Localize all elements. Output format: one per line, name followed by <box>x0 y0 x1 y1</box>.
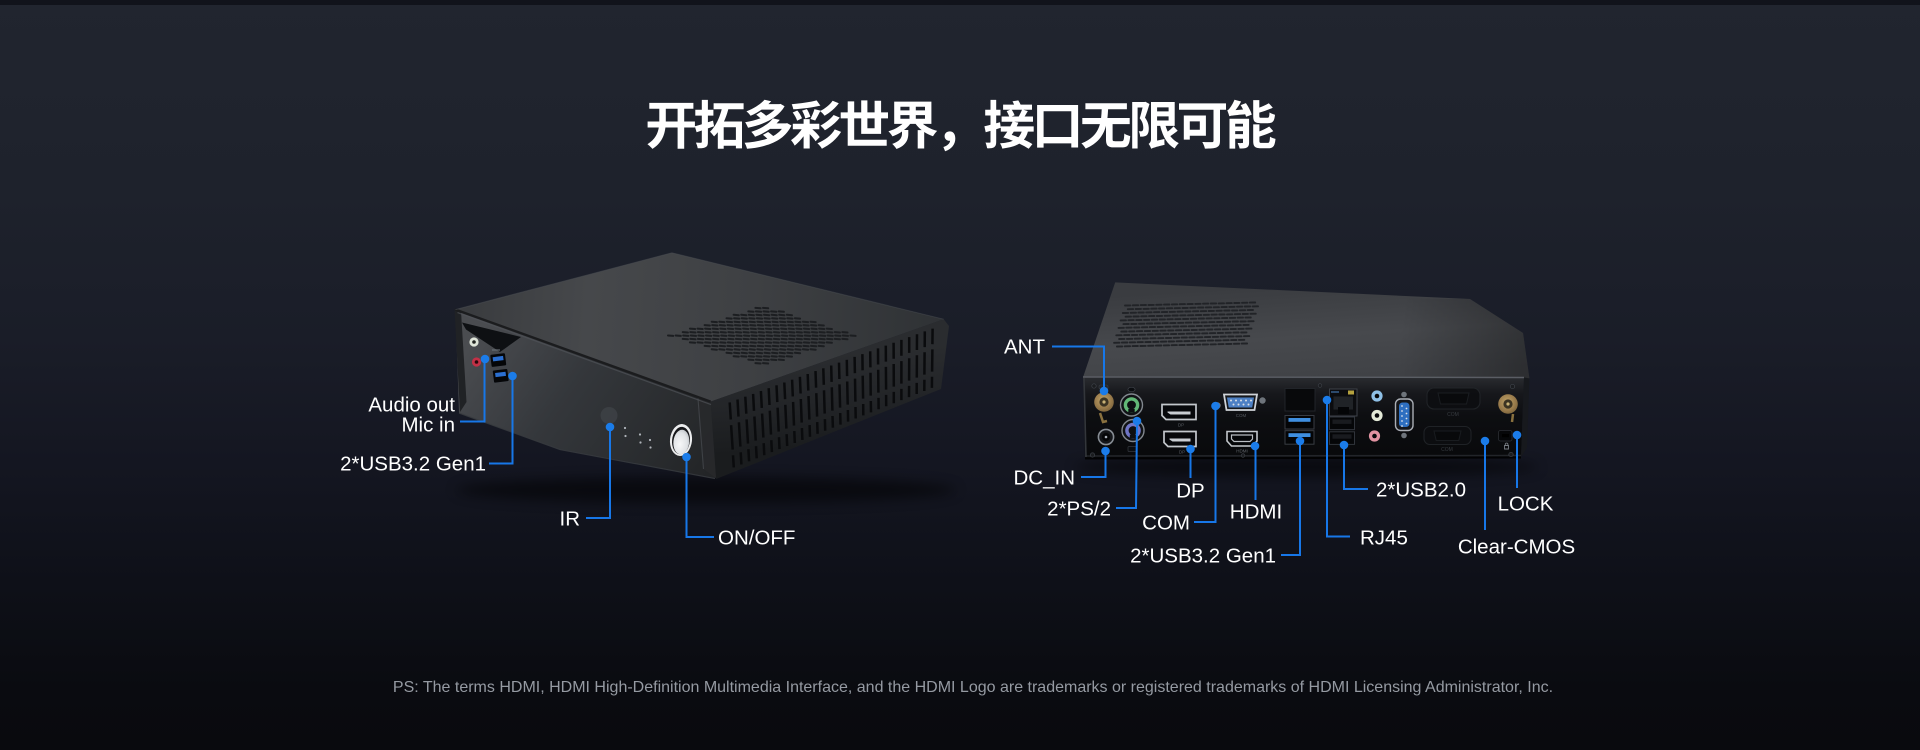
svg-text:ANT: ANT <box>1004 336 1045 359</box>
svg-text:COM: COM <box>1447 412 1459 418</box>
svg-text:Clear-CMOS: Clear-CMOS <box>1458 536 1575 559</box>
svg-text:Mic in: Mic in <box>401 414 455 437</box>
svg-text:COM: COM <box>1142 512 1190 535</box>
svg-text:COM: COM <box>1236 413 1247 418</box>
svg-text:PS: The terms HDMI, HDMI High: PS: The terms HDMI, HDMI High-Definition… <box>393 679 1553 696</box>
svg-text:COM: COM <box>1441 447 1453 453</box>
svg-text:IR: IR <box>560 508 581 531</box>
svg-text:DP: DP <box>1179 450 1185 455</box>
svg-text:HDMI: HDMI <box>1230 501 1282 524</box>
svg-text:ON/OFF: ON/OFF <box>718 527 795 550</box>
svg-text:2*USB3.2 Gen1: 2*USB3.2 Gen1 <box>1130 545 1276 568</box>
svg-text:DP: DP <box>1176 480 1204 503</box>
svg-text:Audio out: Audio out <box>368 394 455 417</box>
svg-text:HDMI: HDMI <box>1236 449 1248 454</box>
svg-text:DC_IN: DC_IN <box>1013 467 1075 490</box>
svg-text:2*USB3.2 Gen1: 2*USB3.2 Gen1 <box>340 453 486 476</box>
svg-text:LOCK: LOCK <box>1498 493 1554 516</box>
svg-text:DP: DP <box>1178 423 1184 428</box>
svg-text:RJ45: RJ45 <box>1360 527 1408 550</box>
svg-text:2*PS/2: 2*PS/2 <box>1047 498 1111 521</box>
svg-text:2*USB2.0: 2*USB2.0 <box>1376 479 1466 502</box>
